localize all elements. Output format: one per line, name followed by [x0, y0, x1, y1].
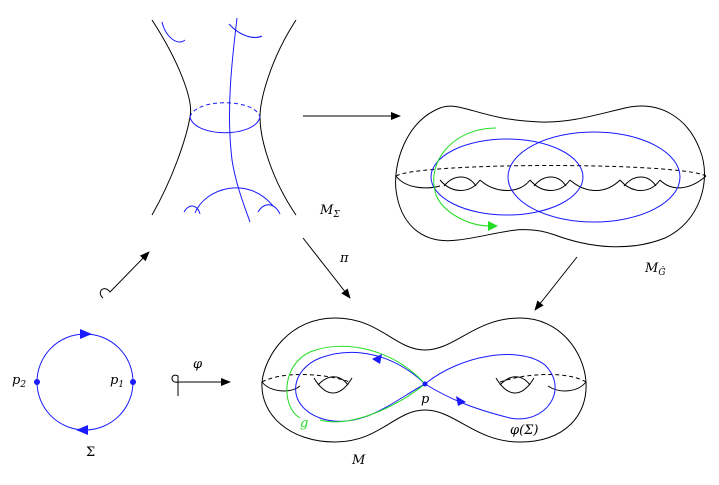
arrow-hook-sigma-to-funnel — [99, 251, 150, 299]
funnel-m-sigma — [151, 17, 297, 223]
label-phi: φ — [193, 357, 203, 372]
label-phi-sigma: φ(Σ) — [510, 423, 538, 438]
label-m-g: MĜ — [644, 261, 666, 278]
label-p1: p1 — [110, 373, 124, 390]
label-pi: π — [339, 251, 349, 266]
label-sigma: Σ — [86, 445, 95, 460]
surface-m-g — [395, 105, 707, 248]
circle-sigma — [34, 329, 136, 435]
label-m: M — [351, 453, 366, 468]
label-p: p — [421, 392, 430, 407]
label-p2: p2 — [12, 373, 26, 390]
surface-m — [261, 317, 587, 443]
label-g: g — [300, 416, 308, 431]
arrow-cover-to-m — [534, 256, 578, 311]
arrow-pi — [302, 237, 351, 299]
arrow-phi — [171, 374, 231, 396]
label-m-sigma: MΣ — [319, 203, 340, 220]
